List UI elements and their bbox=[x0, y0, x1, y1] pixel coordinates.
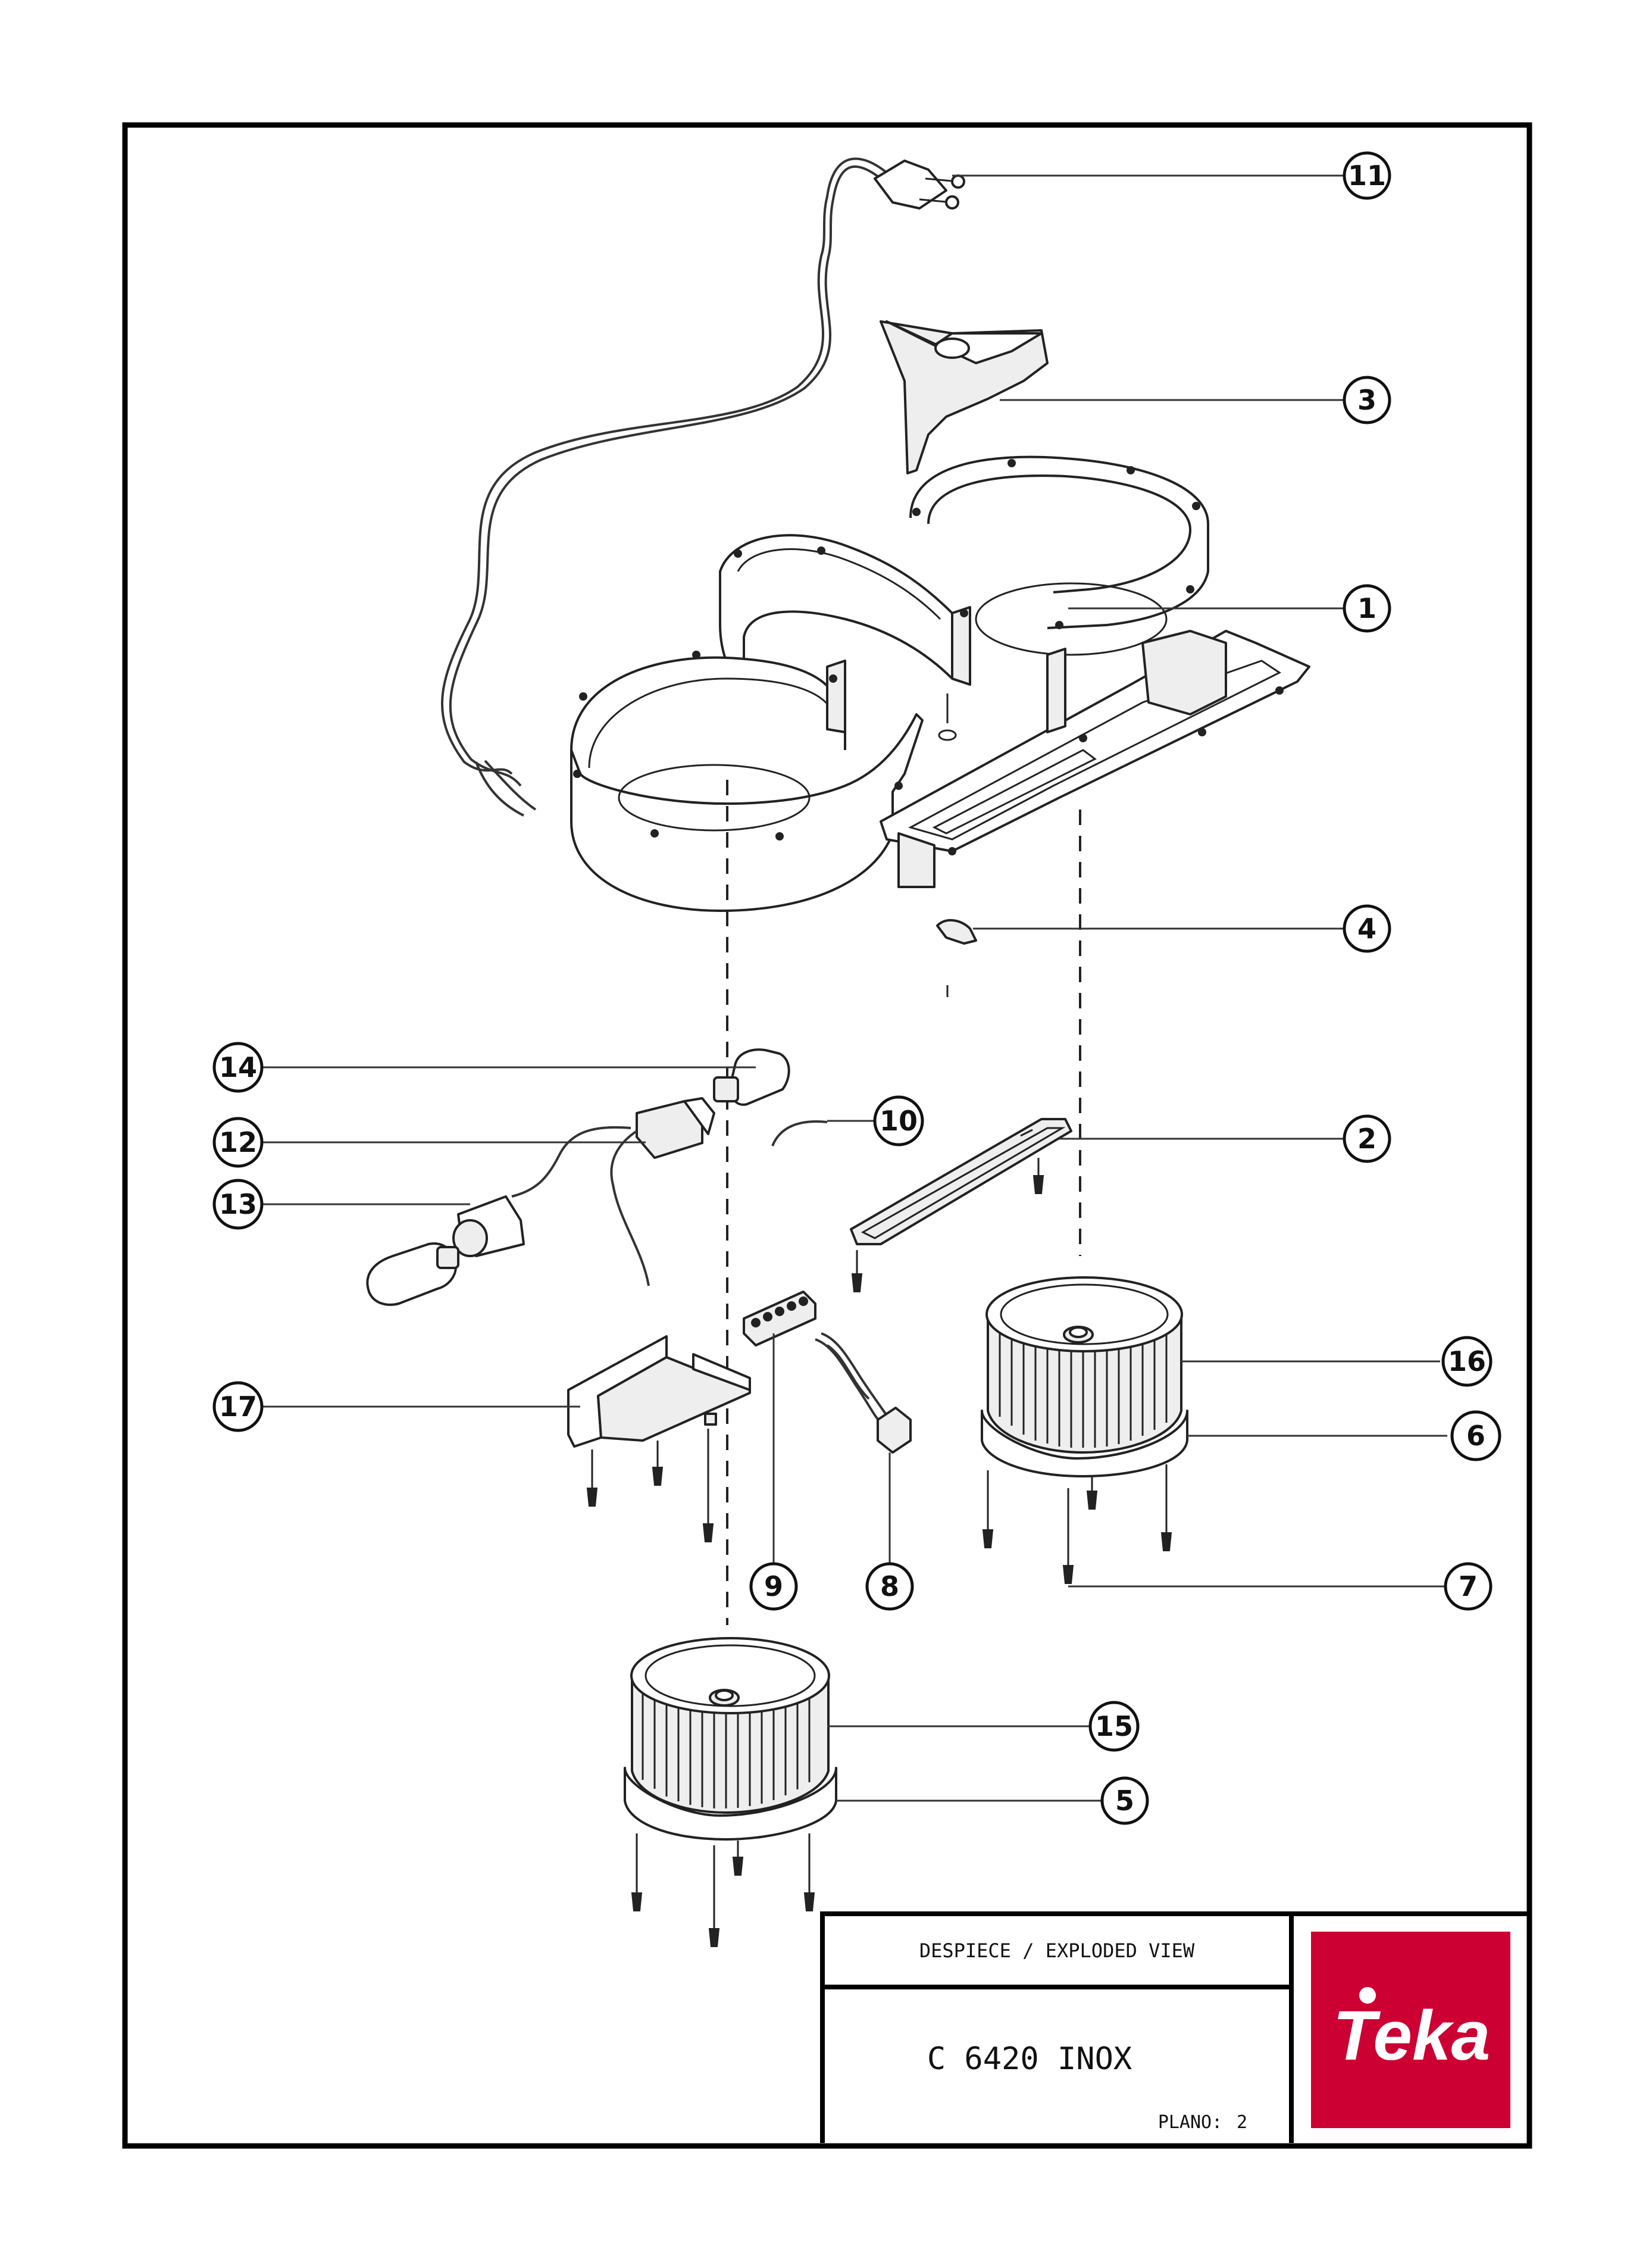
callout-16: 16 bbox=[1441, 1336, 1493, 1387]
plan-label: PLANO: bbox=[1158, 2112, 1222, 2133]
teka-logo: Teka bbox=[1311, 1932, 1510, 2128]
callout-9: 9 bbox=[749, 1562, 798, 1611]
channel-rail-part bbox=[850, 1118, 1072, 1245]
svg-text:17: 17 bbox=[219, 1391, 257, 1423]
svg-text:4: 4 bbox=[1357, 913, 1376, 945]
callout-10: 10 bbox=[873, 1095, 924, 1146]
lampholder-part bbox=[511, 1097, 715, 1286]
main-housing-part bbox=[570, 455, 1310, 912]
callout-7: 7 bbox=[1444, 1562, 1493, 1611]
deflector-part bbox=[880, 320, 1049, 474]
bracket-part bbox=[567, 1335, 751, 1448]
screws-part bbox=[586, 1158, 1172, 1947]
svg-text:6: 6 bbox=[1466, 1420, 1485, 1452]
svg-text:1: 1 bbox=[1357, 592, 1376, 624]
svg-text:3: 3 bbox=[1357, 384, 1376, 416]
title-block-header: DESPIECE / EXPLODED VIEW bbox=[919, 1939, 1195, 1962]
callout-5: 5 bbox=[1100, 1776, 1149, 1825]
terminal-block-part bbox=[743, 1291, 816, 1346]
callout-2: 2 bbox=[1343, 1114, 1391, 1163]
drawing-frame bbox=[122, 122, 1532, 2149]
clip-part bbox=[936, 693, 977, 997]
callout-12: 12 bbox=[212, 1117, 264, 1168]
callout-15: 15 bbox=[1088, 1701, 1140, 1752]
svg-text:13: 13 bbox=[219, 1188, 257, 1220]
svg-text:7: 7 bbox=[1459, 1570, 1478, 1602]
svg-text:2: 2 bbox=[1357, 1123, 1376, 1155]
svg-text:16: 16 bbox=[1448, 1345, 1486, 1377]
second-lamp-part bbox=[366, 1195, 525, 1306]
svg-text:9: 9 bbox=[764, 1570, 783, 1602]
axis-washer bbox=[938, 729, 957, 741]
svg-text:15: 15 bbox=[1095, 1710, 1133, 1742]
svg-text:14: 14 bbox=[219, 1051, 257, 1083]
motor-lower-fins bbox=[642, 1685, 811, 1808]
callout-13: 13 bbox=[212, 1179, 264, 1230]
wire-harness-part bbox=[815, 1332, 912, 1454]
motor-upper-fins bbox=[999, 1321, 1168, 1448]
svg-text:12: 12 bbox=[219, 1126, 257, 1158]
model-name: C 6420 INOX bbox=[927, 2041, 1132, 2077]
housing-screw-holes bbox=[573, 459, 1284, 855]
leader-lines bbox=[262, 174, 1447, 1802]
lamp-bulb-part bbox=[713, 1048, 790, 1106]
plan-number: 2 bbox=[1237, 2112, 1247, 2133]
logo-text: Teka bbox=[1333, 1997, 1491, 2075]
svg-text:11: 11 bbox=[1348, 160, 1386, 192]
svg-text:5: 5 bbox=[1115, 1785, 1134, 1817]
motor-lower-part bbox=[624, 1637, 837, 1841]
callout-11: 11 bbox=[1343, 151, 1391, 200]
callout-4: 4 bbox=[1343, 904, 1391, 953]
callout-14: 14 bbox=[212, 1042, 264, 1093]
callout-6: 6 bbox=[1450, 1410, 1501, 1461]
svg-text:10: 10 bbox=[880, 1105, 918, 1137]
svg-text:8: 8 bbox=[880, 1570, 899, 1602]
motor-upper-part bbox=[981, 1276, 1188, 1477]
callout-3: 3 bbox=[1343, 376, 1391, 424]
callout-8: 8 bbox=[865, 1562, 914, 1611]
title-block: DESPIECE / EXPLODED VIEW C 6420 INOX PLA… bbox=[820, 1911, 1529, 2143]
callout-1: 1 bbox=[1343, 584, 1391, 633]
wire-clip-part bbox=[771, 1120, 828, 1146]
callout-17: 17 bbox=[212, 1381, 264, 1432]
